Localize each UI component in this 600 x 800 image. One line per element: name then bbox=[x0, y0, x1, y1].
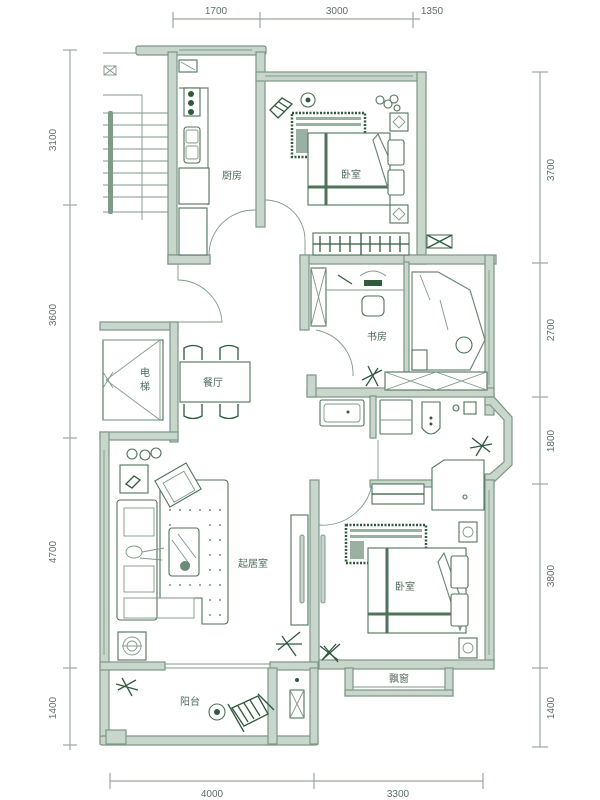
plant-icon bbox=[375, 94, 401, 112]
dim-right-2: 2700 bbox=[546, 318, 557, 341]
closet-room bbox=[411, 271, 486, 371]
room-label-kitchen: 厨房 bbox=[222, 169, 242, 182]
dim-left-3: 4700 bbox=[48, 540, 59, 563]
dimension-right: 3700 2700 1800 3800 1400 bbox=[532, 71, 557, 748]
door-entrance bbox=[177, 264, 223, 323]
dim-right-1: 3700 bbox=[546, 158, 557, 181]
plant-icon bbox=[276, 631, 339, 661]
dim-right-4: 3800 bbox=[546, 564, 557, 587]
elevator: 电 梯 bbox=[102, 339, 164, 421]
dim-top-1: 1700 bbox=[205, 6, 228, 17]
room-label-living: 起居室 bbox=[238, 557, 268, 570]
bedroom-south: 卧室 飘窗 bbox=[318, 483, 478, 685]
plant-icon bbox=[126, 447, 162, 461]
room-label-elevator-2: 梯 bbox=[140, 380, 150, 393]
living-room: 起居室 bbox=[116, 447, 339, 661]
plant-icon bbox=[361, 365, 383, 387]
room-label-bedroom-north: 卧室 bbox=[341, 168, 361, 181]
ac-unit-icon bbox=[426, 234, 453, 249]
staircase bbox=[103, 52, 168, 220]
bedroom-north: 卧室 bbox=[269, 92, 410, 256]
dim-left-4: 1400 bbox=[48, 696, 59, 719]
dim-top-3: 1350 bbox=[421, 6, 444, 17]
plant-icon bbox=[321, 643, 341, 663]
dim-bottom-1: 4000 bbox=[201, 789, 224, 800]
balcony: 阳台 bbox=[115, 677, 305, 733]
dim-left-1: 3100 bbox=[48, 128, 59, 151]
room-label-dining: 餐厅 bbox=[203, 376, 223, 389]
plant-icon bbox=[115, 677, 139, 697]
room-label-elevator-1: 电 bbox=[140, 366, 150, 379]
dim-top-2: 3000 bbox=[326, 6, 349, 17]
stove-icon bbox=[183, 87, 201, 117]
dimension-top: 1700 3000 1350 bbox=[172, 6, 444, 28]
dining: 餐厅 bbox=[179, 344, 251, 420]
dim-right-5: 1400 bbox=[546, 696, 557, 719]
door-bedroom-north bbox=[264, 199, 306, 255]
dimension-left: 3100 3600 4700 1400 bbox=[48, 49, 77, 750]
kitchen: 厨房 bbox=[178, 59, 256, 256]
lounge-chair-icon bbox=[227, 693, 275, 733]
dim-left-2: 3600 bbox=[48, 303, 59, 326]
dim-bottom-2: 3300 bbox=[387, 789, 410, 800]
dim-right-3: 1800 bbox=[546, 429, 557, 452]
bathroom bbox=[319, 399, 493, 511]
room-label-study: 书房 bbox=[367, 330, 387, 343]
dimension-bottom: 4000 3300 bbox=[109, 773, 484, 800]
sink-icon bbox=[183, 126, 201, 164]
room-label-balcony: 阳台 bbox=[180, 695, 200, 708]
room-label-bay-window: 飘窗 bbox=[389, 672, 409, 685]
walls bbox=[99, 45, 513, 746]
study: 书房 bbox=[310, 267, 488, 391]
room-label-bedroom-south: 卧室 bbox=[395, 580, 415, 593]
plant-icon bbox=[469, 435, 493, 457]
